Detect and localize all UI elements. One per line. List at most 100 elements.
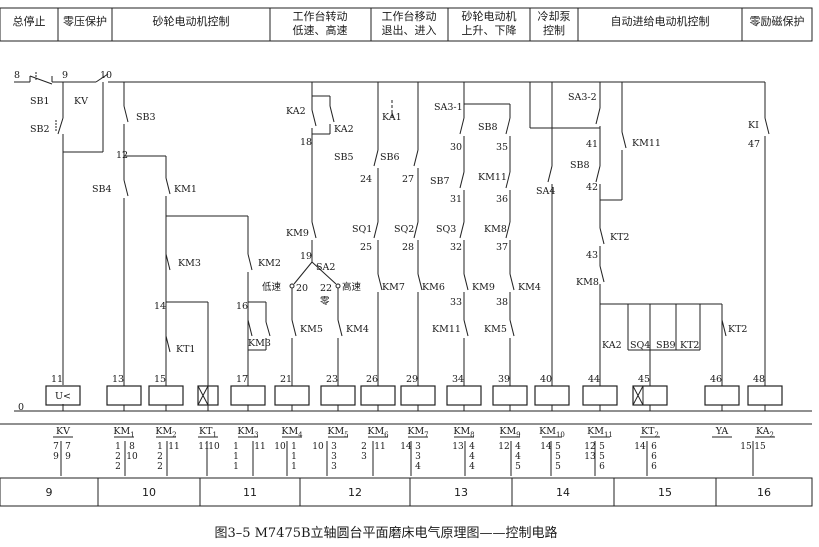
coil-name-3: KT1 [199, 426, 217, 439]
cross-ref-8-1: 1 [233, 452, 239, 462]
label-sb1: SB1 [30, 96, 50, 107]
label-ka2-c: KA2 [602, 340, 622, 351]
label-ki: KI [748, 120, 759, 131]
label-km4-contact-2: KM4 [518, 282, 541, 293]
coil-number-26: 26 [366, 374, 378, 385]
zone-13: 13 [454, 486, 468, 499]
zone-12: 12 [348, 486, 362, 499]
header-grinder-motor: 砂轮电动机控制 [153, 14, 230, 28]
coil-number-15: 15 [154, 374, 166, 385]
label-sq4: SQ4 [630, 340, 650, 351]
zero-excitation-branch [764, 82, 770, 386]
label-zero: 零 [320, 296, 330, 307]
cross-ref-14-1: 3 [361, 452, 367, 462]
cross-ref-27-2: 6 [651, 462, 657, 472]
label-sb6: SB6 [380, 152, 400, 163]
node-12: 12 [116, 150, 128, 161]
coil-number-34: 34 [452, 374, 464, 385]
cross-ref-2-0: 1 [115, 442, 121, 452]
coil-14 [704, 385, 740, 406]
node-43: 43 [586, 250, 598, 261]
cross-ref-1-1: 9 [65, 452, 71, 462]
coil-number-44: 44 [588, 374, 600, 385]
cross-ref-20-0: 12 [498, 442, 509, 452]
cross-ref-12-0: 10 [312, 442, 324, 452]
cross-ref-7-0: 10 [208, 442, 220, 452]
header-total-stop: 总停止 [13, 14, 46, 28]
coil-number-46: 46 [710, 374, 722, 385]
cross-ref-19-2: 4 [469, 462, 475, 472]
coil-name-4: KM3 [237, 426, 258, 439]
cross-ref-5-0: 11 [168, 442, 179, 452]
node-38: 38 [496, 297, 508, 308]
coil-number-21: 21 [280, 374, 292, 385]
figure-caption: 图3–5 M7475B立轴圆台平面磨床电气原理图——控制电路 [214, 525, 557, 541]
reference-table [0, 423, 813, 507]
zone-15: 15 [658, 486, 672, 499]
cross-ref-11-2: 1 [291, 462, 297, 472]
node-20: 20 [296, 283, 308, 294]
coil-6 [320, 385, 356, 406]
cross-ref-18-0: 13 [452, 442, 464, 452]
node-8: 8 [14, 70, 20, 81]
cross-ref-23-2: 5 [555, 462, 561, 472]
label-km8-contact-2: KM8 [576, 277, 599, 288]
label-km4-contact: KM4 [346, 324, 369, 335]
coil-1 [106, 385, 142, 406]
label-sq1: SQ1 [352, 224, 372, 235]
coil-number-48: 48 [753, 374, 765, 385]
coil-name-0: KV [56, 426, 70, 437]
cross-ref-11-1: 1 [291, 452, 297, 462]
coil-drops [123, 405, 766, 411]
cross-ref-9-0: 11 [254, 442, 265, 452]
coil-15 [747, 385, 783, 406]
cross-ref-21-0: 4 [515, 442, 521, 452]
label-sa4: SA4 [536, 186, 555, 197]
cross-ref-29-0: 15 [754, 442, 766, 452]
node-27: 27 [402, 174, 414, 185]
label-km2-contact: KM2 [258, 258, 281, 269]
label-ka2-a: KA2 [286, 106, 306, 117]
coil-name-10: KM9 [499, 426, 520, 439]
node-28: 28 [402, 242, 414, 253]
coil-number-23: 23 [326, 374, 338, 385]
node-35: 35 [496, 142, 508, 153]
header-zero-excitation: 零励磁保护 [750, 14, 805, 28]
coil-name-9: KM8 [453, 426, 474, 439]
header-grinder-lift: 砂轮电动机上升、下降 [462, 9, 517, 37]
cross-ref-21-2: 5 [515, 462, 521, 472]
label-kt2-contact-3: KT2 [728, 324, 747, 335]
label-sb8-b: SB8 [570, 160, 590, 171]
cross-ref-19-0: 4 [469, 442, 475, 452]
node-30: 30 [450, 142, 462, 153]
label-sa3-2: SA3-2 [568, 92, 597, 103]
coil-7 [360, 385, 396, 406]
label-km1-contact: KM1 [174, 184, 197, 195]
label-sq2: SQ2 [394, 224, 414, 235]
node-9: 9 [62, 70, 68, 81]
node-47: 47 [748, 139, 760, 150]
zone-10: 10 [142, 486, 156, 499]
cross-ref-13-2: 3 [331, 462, 337, 472]
cross-ref-24-0: 12 [584, 442, 595, 452]
label-sb8-a: SB8 [478, 122, 498, 133]
label-km5-contact: KM5 [300, 324, 323, 335]
cross-ref-24-1: 13 [584, 452, 596, 462]
coil-name-7: KM6 [367, 426, 389, 439]
label-kt1-contact: KT1 [176, 344, 195, 355]
cross-ref-27-1: 6 [651, 452, 657, 462]
coil-0 [45, 385, 81, 406]
cross-ref-25-0: 5 [599, 442, 605, 452]
zone-14: 14 [556, 486, 570, 499]
cross-ref-17-2: 4 [415, 462, 421, 472]
header-auto-feed: 自动进给电动机控制 [611, 14, 710, 28]
label-km11-contact-3: KM11 [632, 138, 661, 149]
coil-name-14: YA [715, 426, 729, 437]
cross-ref-28-0: 15 [740, 442, 752, 452]
delay-box-13 [632, 385, 644, 406]
cross-ref-1-0: 7 [65, 442, 71, 452]
label-sb7: SB7 [430, 176, 450, 187]
coil-number-11: 11 [51, 374, 63, 385]
